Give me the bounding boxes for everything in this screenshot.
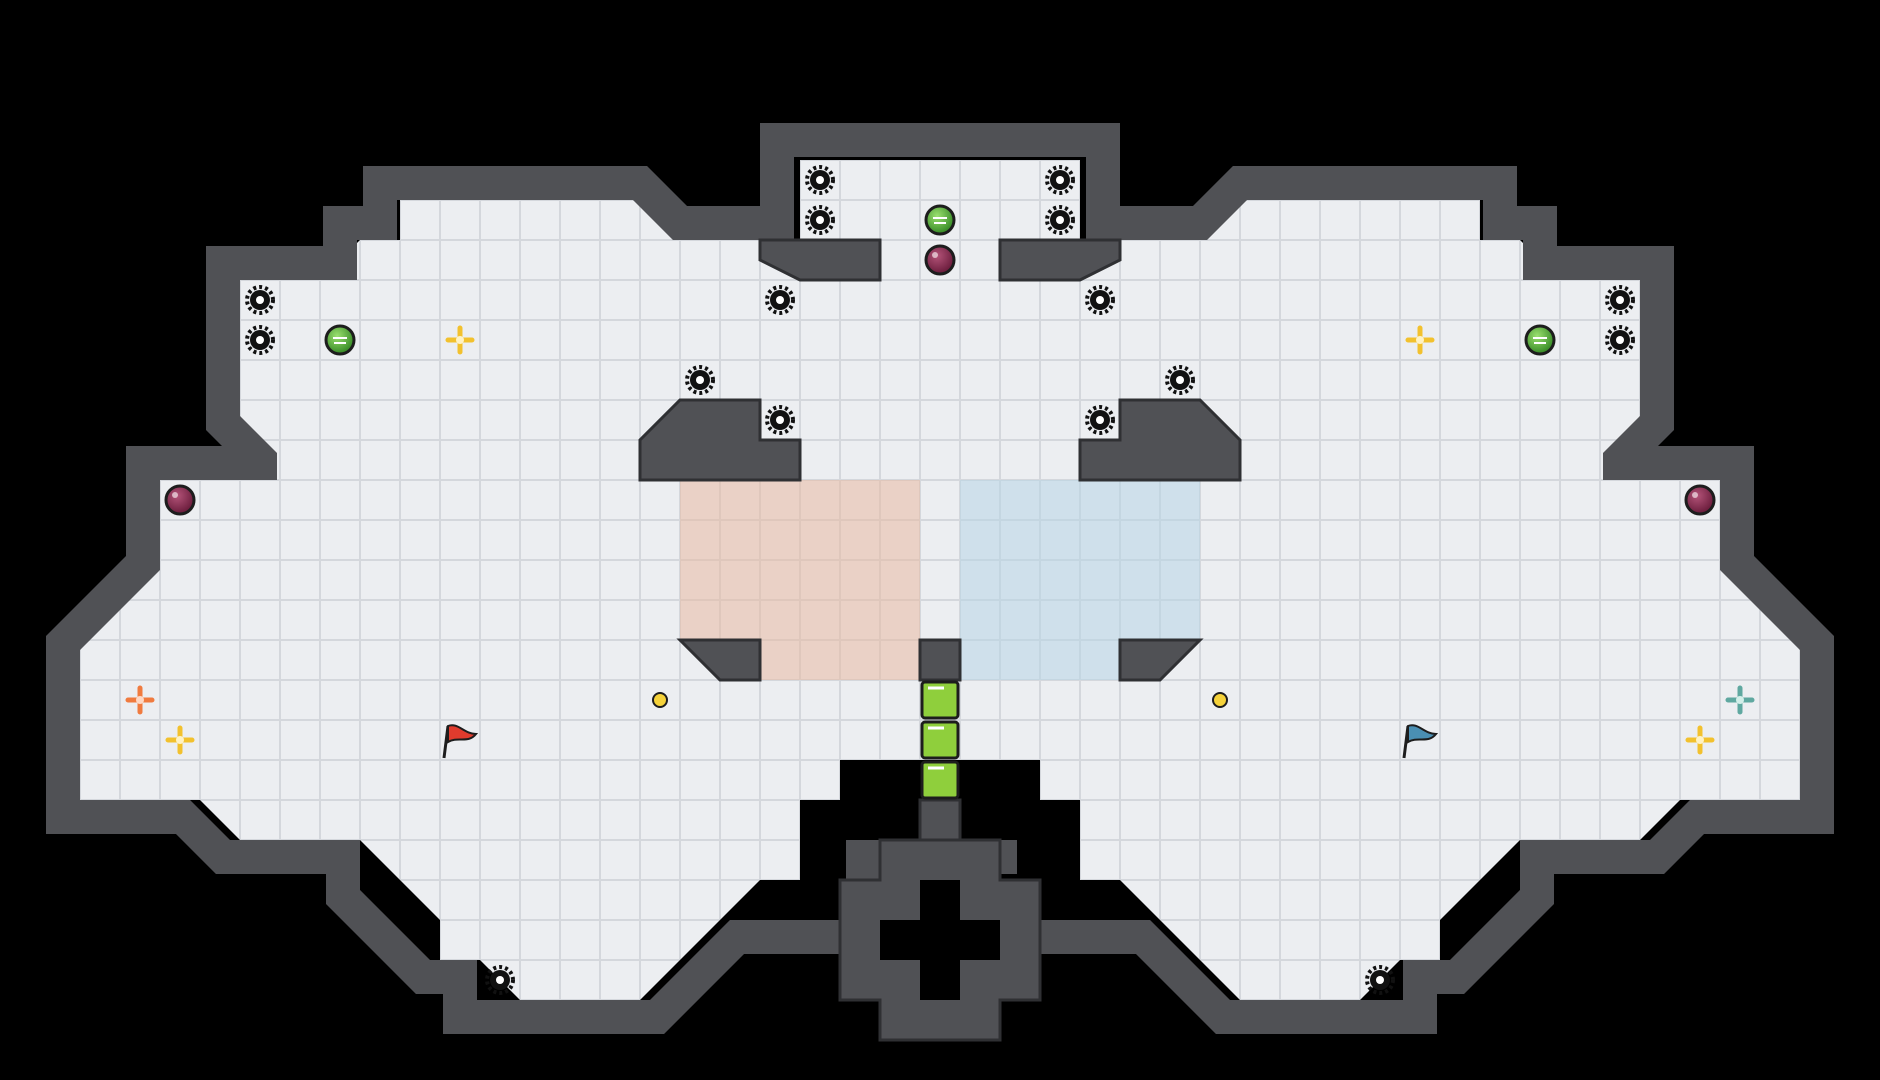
gate-tile bbox=[920, 680, 960, 720]
red-spawn-icon bbox=[125, 685, 155, 715]
spike-icon bbox=[1365, 965, 1395, 995]
wall-left-wedge bbox=[676, 638, 762, 682]
spike-icon bbox=[1085, 285, 1115, 315]
cross-hole bbox=[880, 880, 1000, 1000]
blue-spawn-icon bbox=[1725, 685, 1755, 715]
spike-icon bbox=[245, 325, 275, 355]
boost-icon bbox=[324, 324, 356, 356]
button-icon bbox=[652, 692, 668, 708]
spike-icon bbox=[1045, 165, 1075, 195]
spike-icon bbox=[685, 365, 715, 395]
bomb-icon bbox=[164, 484, 196, 516]
spike-icon bbox=[1605, 325, 1635, 355]
wall-top-right-ledge bbox=[998, 238, 1122, 282]
spike-icon bbox=[1045, 205, 1075, 235]
spikes bbox=[245, 165, 1635, 995]
spike-icon bbox=[765, 405, 795, 435]
gate-tile bbox=[920, 720, 960, 760]
spike-icon bbox=[1085, 405, 1115, 435]
spike-icon bbox=[485, 965, 515, 995]
wall-center-stem bbox=[918, 798, 962, 842]
powerup-icon bbox=[1685, 725, 1715, 755]
powerup-icon bbox=[1405, 325, 1435, 355]
wall-center-post bbox=[918, 638, 962, 682]
powerups bbox=[165, 325, 1715, 755]
bombs bbox=[164, 244, 1716, 516]
wall-outline-right bbox=[46, 166, 1000, 1034]
wall-left-bump bbox=[638, 398, 802, 482]
center-gates bbox=[920, 680, 960, 800]
gate-tile bbox=[920, 760, 960, 800]
wall-top-left-ledge bbox=[758, 238, 882, 282]
powerup-icon bbox=[165, 725, 195, 755]
wall-right-bump bbox=[1078, 398, 1242, 482]
boosts bbox=[324, 204, 1556, 356]
boost-icon bbox=[1524, 324, 1556, 356]
blue-flag-icon bbox=[1402, 724, 1439, 759]
spike-icon bbox=[1605, 285, 1635, 315]
boost-icon bbox=[924, 204, 956, 236]
powerup-icon bbox=[445, 325, 475, 355]
spike-icon bbox=[1165, 365, 1195, 395]
bomb-icon bbox=[924, 244, 956, 276]
spike-icon bbox=[805, 205, 835, 235]
wall-right-wedge bbox=[1118, 638, 1204, 682]
spike-icon bbox=[765, 285, 795, 315]
button-icon bbox=[1212, 692, 1228, 708]
bomb-icon bbox=[1684, 484, 1716, 516]
spike-icon bbox=[805, 165, 835, 195]
red-flag-icon bbox=[442, 724, 479, 759]
spike-icon bbox=[245, 285, 275, 315]
